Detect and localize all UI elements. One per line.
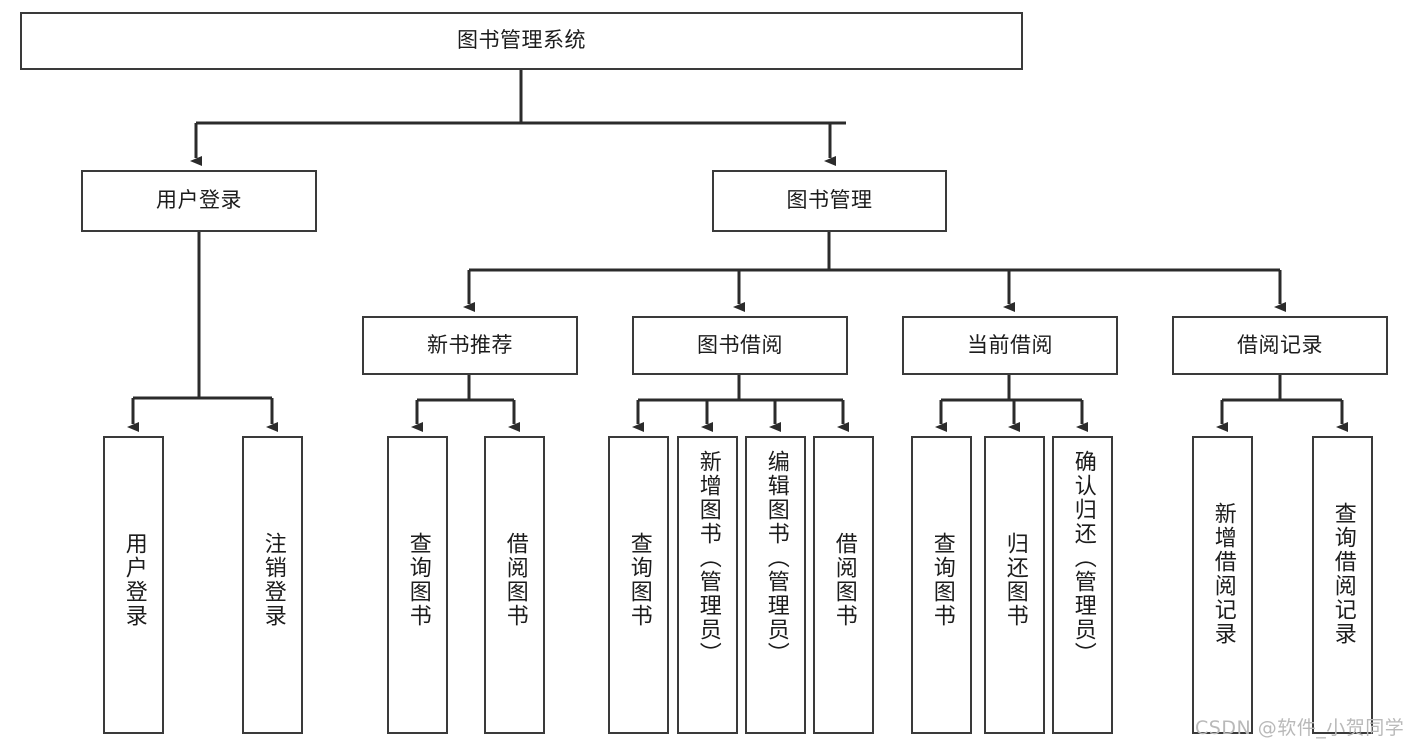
node-leaf-query-record[interactable]: 查询借阅记录 [1312,436,1373,734]
watermark-text: CSDN @软件_小贺同学 [1195,717,1405,739]
node-leaf-edit-book-label: 编辑图书（管理员） [763,450,789,666]
node-leaf-user-login[interactable]: 用户登录 [103,436,164,734]
node-leaf-confirm-return-label: 确认归还（管理员） [1070,450,1096,666]
node-user-login[interactable]: 用户登录 [81,170,317,232]
node-leaf-borrow-book-2-label: 借阅图书 [831,532,857,628]
node-leaf-borrow-book-1[interactable]: 借阅图书 [484,436,545,734]
node-leaf-add-book[interactable]: 新增图书（管理员） [677,436,738,734]
node-root-label: 图书管理系统 [457,28,586,53]
node-new-book-recommend[interactable]: 新书推荐 [362,316,578,375]
node-book-manage[interactable]: 图书管理 [712,170,947,232]
node-leaf-add-record-label: 新增借阅记录 [1210,502,1236,646]
node-current-borrow[interactable]: 当前借阅 [902,316,1118,375]
node-user-login-label: 用户登录 [156,188,242,213]
node-leaf-query-book-1-label: 查询图书 [405,532,431,628]
node-borrow-record[interactable]: 借阅记录 [1172,316,1388,375]
node-leaf-query-book-2-label: 查询图书 [626,532,652,628]
node-book-manage-label: 图书管理 [786,188,873,213]
node-leaf-logout-label: 注销登录 [260,532,286,628]
node-leaf-borrow-book-2[interactable]: 借阅图书 [813,436,874,734]
node-root[interactable]: 图书管理系统 [20,12,1023,70]
node-borrow-record-label: 借阅记录 [1237,332,1323,357]
node-leaf-query-book-3[interactable]: 查询图书 [911,436,972,734]
node-book-borrow[interactable]: 图书借阅 [632,316,848,375]
node-current-borrow-label: 当前借阅 [967,332,1053,357]
node-leaf-query-book-1[interactable]: 查询图书 [387,436,448,734]
node-new-book-recommend-label: 新书推荐 [427,332,513,357]
node-leaf-confirm-return[interactable]: 确认归还（管理员） [1052,436,1113,734]
node-leaf-query-book-2[interactable]: 查询图书 [608,436,669,734]
node-leaf-add-record[interactable]: 新增借阅记录 [1192,436,1253,734]
node-leaf-query-book-3-label: 查询图书 [929,532,955,628]
node-leaf-query-record-label: 查询借阅记录 [1330,502,1356,646]
node-leaf-add-book-label: 新增图书（管理员） [695,450,721,666]
node-book-borrow-label: 图书借阅 [697,332,783,357]
node-leaf-edit-book[interactable]: 编辑图书（管理员） [745,436,806,734]
node-leaf-logout[interactable]: 注销登录 [242,436,303,734]
node-leaf-return-book[interactable]: 归还图书 [984,436,1045,734]
node-leaf-user-login-label: 用户登录 [121,532,147,628]
node-leaf-borrow-book-1-label: 借阅图书 [502,532,528,628]
node-leaf-return-book-label: 归还图书 [1002,532,1028,628]
